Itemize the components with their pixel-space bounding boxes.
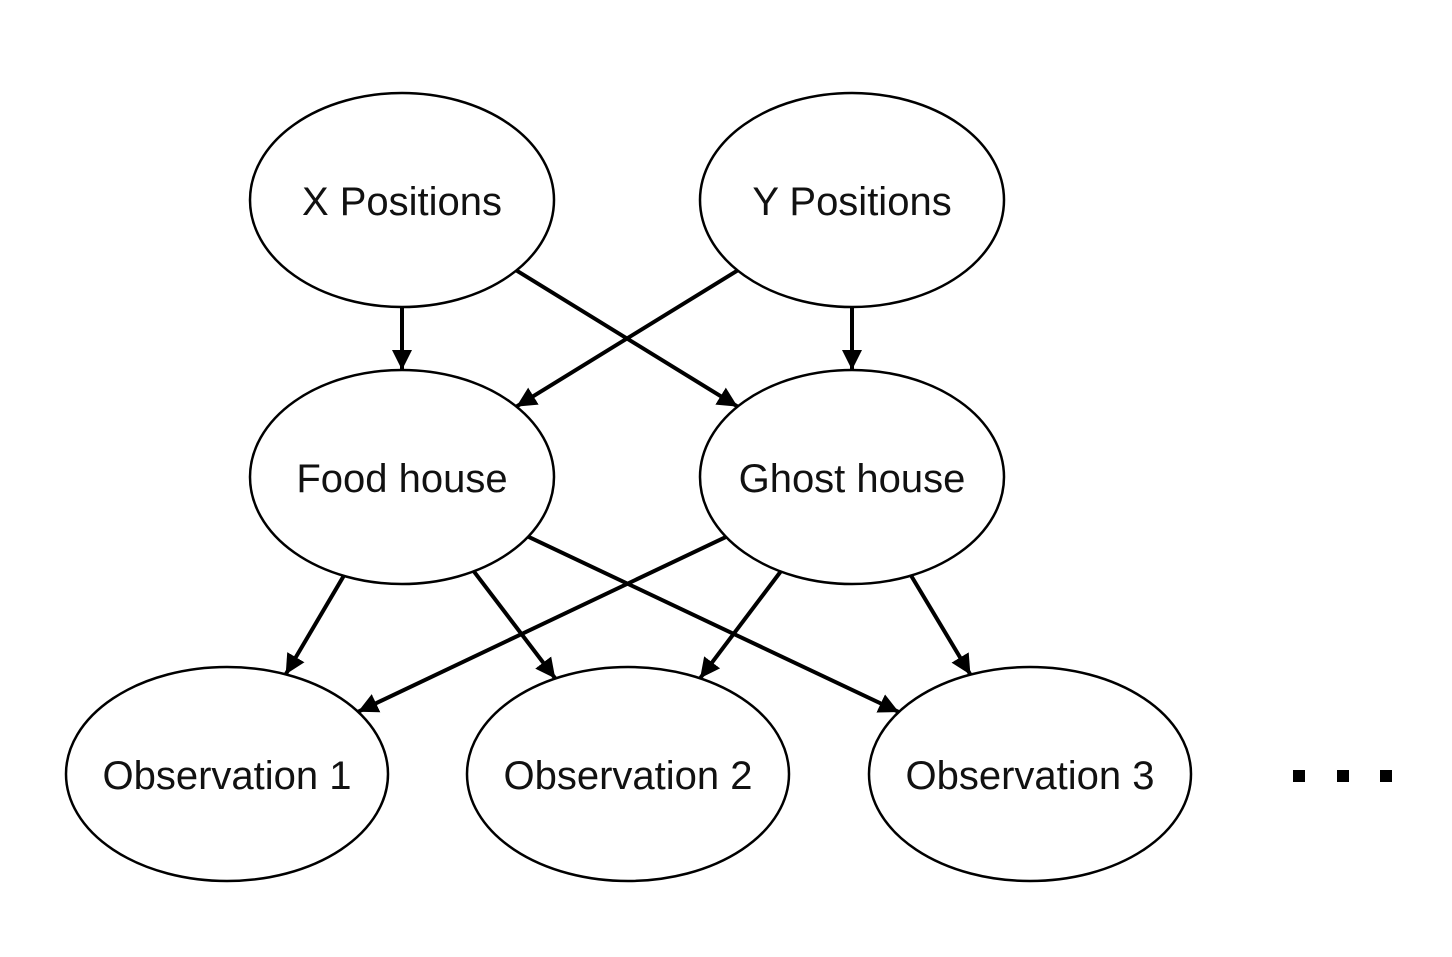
- node-x-positions-shape: [248, 91, 556, 309]
- node-ghost-house: Ghost house: [698, 368, 1006, 586]
- edge-ghost-house-to-observation-3: [909, 574, 973, 676]
- node-food-house: Food house: [248, 368, 556, 586]
- node-observation-1-label: Observation 1: [102, 754, 351, 798]
- node-observation-1: Observation 1: [64, 665, 390, 883]
- ellipsis-dot: [1293, 770, 1305, 782]
- node-y-positions: Y Positions: [698, 91, 1006, 309]
- node-ghost-house-shape: [698, 368, 1006, 586]
- node-observation-2-shape: [465, 665, 791, 883]
- node-x-positions: X Positions: [248, 91, 556, 309]
- ellipsis-dot: [1380, 770, 1392, 782]
- edge-food-house-to-observation-1: [283, 574, 346, 676]
- node-observation-2-label: Observation 2: [503, 754, 752, 798]
- nodes-layer: X Positions Y Positions Food house Ghost…: [64, 91, 1193, 883]
- node-observation-2: Observation 2: [465, 665, 791, 883]
- node-y-positions-label: Y Positions: [752, 180, 951, 224]
- node-observation-3: Observation 3: [867, 665, 1193, 883]
- edge-y-positions-to-food-house: [515, 268, 739, 409]
- node-y-positions-shape: [698, 91, 1006, 309]
- continuation-ellipsis: [1293, 770, 1392, 782]
- node-observation-3-shape: [867, 665, 1193, 883]
- ellipsis-dot: [1337, 770, 1349, 782]
- edge-food-house-to-observation-3: [527, 534, 900, 714]
- edge-food-house-to-observation-2: [472, 570, 557, 680]
- edge-ghost-house-to-observation-2: [698, 570, 783, 680]
- edges-layer: [283, 268, 973, 714]
- node-ghost-house-label: Ghost house: [739, 457, 966, 501]
- node-food-house-shape: [248, 368, 556, 586]
- node-observation-3-label: Observation 3: [905, 754, 1154, 798]
- node-food-house-label: Food house: [296, 457, 507, 501]
- node-observation-1-shape: [64, 665, 390, 883]
- edge-ghost-house-to-observation-1: [357, 535, 727, 714]
- node-x-positions-label: X Positions: [302, 180, 502, 224]
